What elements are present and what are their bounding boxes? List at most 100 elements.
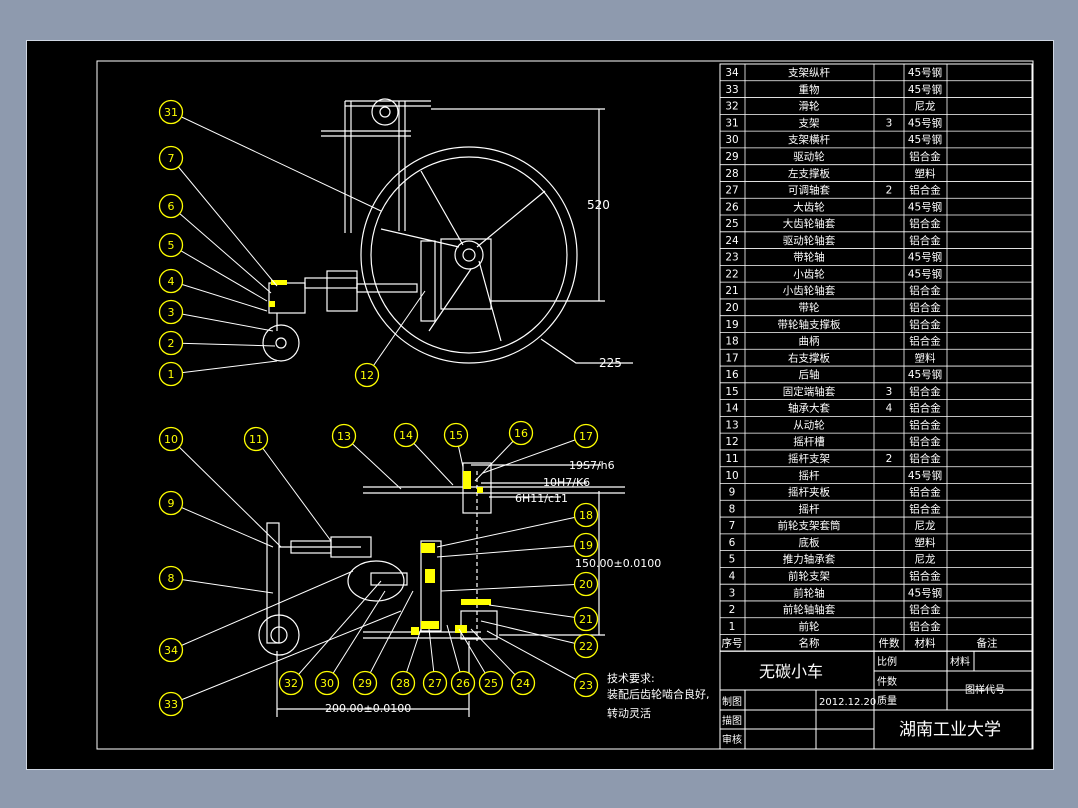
balloon-label: 10	[164, 433, 178, 446]
part-material: 铝合金	[909, 335, 941, 348]
part-number: 15	[725, 386, 738, 398]
part-material: 铝合金	[909, 385, 941, 398]
wheel-spokes	[380, 170, 546, 342]
part-number: 30	[725, 134, 738, 146]
label-mass: 质量	[877, 695, 897, 707]
part-name: 前轮轴	[793, 586, 825, 599]
balloon-label: 23	[579, 679, 593, 692]
balloon-label: 6	[168, 200, 175, 213]
rocker-bracket	[330, 536, 372, 558]
cad-drawing-canvas: 520 225	[96, 60, 1034, 750]
part-material: 45号钢	[908, 116, 942, 129]
bottom-front-wheel	[258, 614, 300, 656]
balloon-label: 14	[399, 429, 413, 442]
bottom-view-highlights	[411, 471, 491, 635]
balloon-leader	[170, 577, 274, 594]
part-name: 摇杆	[799, 469, 820, 482]
part-name: 小齿轮轴套	[783, 284, 836, 297]
balloon-label: 25	[484, 677, 498, 690]
label-count: 件数	[877, 675, 897, 688]
part-number: 6	[729, 537, 736, 549]
dim-150-text: 150.00±0.0100	[575, 557, 661, 570]
balloon-label: 1	[168, 368, 175, 381]
balloon-label: 18	[579, 509, 593, 522]
balloon-circle	[158, 361, 184, 387]
label-traced: 描图	[722, 714, 742, 727]
top-pulley	[371, 98, 399, 126]
university-name: 湖南工业大学	[899, 720, 1001, 740]
balloon-label: 2	[168, 337, 175, 350]
balloon-circle	[314, 670, 340, 696]
part-material: 45号钢	[908, 469, 942, 482]
balloon-circle	[158, 565, 184, 591]
balloon-circle	[393, 422, 419, 448]
balloon-circle	[510, 670, 536, 696]
part-name: 左支撑板	[788, 167, 830, 180]
part-number: 9	[729, 487, 736, 499]
part-material: 45号钢	[908, 200, 942, 213]
front-bracket	[268, 282, 306, 314]
balloon-label: 32	[284, 677, 298, 690]
balloon-circle	[331, 423, 357, 449]
balloon-circle	[573, 502, 599, 528]
part-name: 前轮	[799, 620, 820, 633]
part-name: 右支撑板	[788, 351, 830, 364]
balloon-label: 4	[168, 275, 175, 288]
balloon-circle	[158, 330, 184, 356]
balloon-circle	[158, 490, 184, 516]
part-material: 铝合金	[909, 452, 941, 465]
balloon-circle	[573, 532, 599, 558]
fit-text-3: 6H11/c11	[515, 492, 568, 505]
balloon-leader	[170, 570, 354, 651]
balloon-circle	[158, 426, 184, 452]
crank-disk	[370, 572, 408, 586]
title-block-frame	[719, 650, 1033, 750]
part-name: 大齿轮	[793, 200, 825, 213]
balloon-circle	[573, 633, 599, 659]
part-material: 铝合金	[909, 184, 941, 197]
part-qty: 3	[886, 117, 893, 129]
balloon-leader	[170, 157, 278, 287]
top-view-assembly	[262, 98, 633, 364]
part-number: 24	[725, 235, 739, 247]
balloon-label: 9	[168, 497, 175, 510]
part-material: 45号钢	[908, 66, 942, 79]
part-number: 3	[729, 587, 736, 599]
part-name: 带轮轴支撑板	[778, 318, 841, 331]
part-number: 18	[725, 336, 738, 348]
inner-border	[96, 60, 1034, 750]
part-material: 铝合金	[909, 284, 941, 297]
fit-text-1: 19S7/h6	[569, 459, 615, 472]
part-qty: 4	[886, 403, 893, 415]
part-material: 尼龙	[915, 100, 936, 113]
part-number: 16	[725, 369, 739, 381]
balloon-circle	[278, 670, 304, 696]
part-number: 7	[729, 520, 736, 532]
part-name: 底板	[799, 536, 820, 549]
part-material: 尼龙	[915, 553, 936, 566]
label-drawn: 制图	[722, 695, 742, 708]
balloon-label: 31	[164, 106, 178, 119]
bottom-view-assembly	[258, 462, 625, 717]
balloon-leader	[480, 620, 587, 647]
part-material: 45号钢	[908, 368, 942, 381]
balloon-label: 17	[579, 430, 593, 443]
balloon-label: 13	[337, 430, 351, 443]
part-name: 驱动轮	[793, 150, 825, 163]
part-qty: 2	[886, 453, 893, 465]
rocker-slot	[420, 240, 436, 322]
